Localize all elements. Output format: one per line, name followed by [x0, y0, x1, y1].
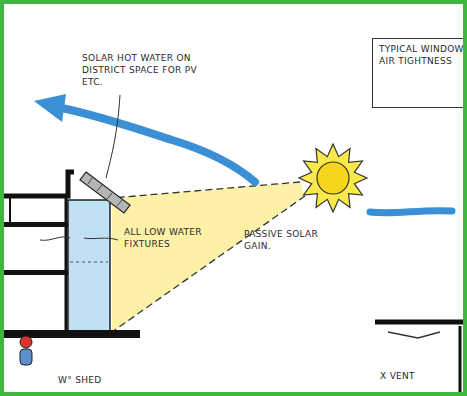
arrow-head	[34, 94, 66, 122]
sketch-annotation: ALL LOW WATER FIXTURES	[124, 226, 220, 250]
leader-line	[106, 95, 120, 178]
air-flow-arrow	[62, 108, 255, 182]
panel-hatch	[97, 185, 102, 191]
sketch-annotation: SOLAR HOT WATER ON DISTRICT SPACE FOR PV…	[82, 52, 214, 88]
wall-line	[65, 196, 68, 334]
sketch-annotation: W° SHED	[58, 374, 138, 386]
panel-hatch	[117, 200, 122, 206]
panel-hatch	[107, 193, 112, 199]
sun-rays	[299, 144, 367, 212]
roof-slab	[0, 172, 74, 196]
cone-edge	[112, 196, 305, 332]
leader-line	[40, 237, 70, 240]
roof-slab	[375, 320, 467, 325]
ground-slab	[0, 330, 140, 338]
wall-line	[9, 196, 11, 222]
sketch-annotation: PASSIVE SOLAR GAIN.	[244, 228, 328, 252]
air-flow-stroke	[370, 211, 452, 213]
glazed-facade	[68, 200, 110, 332]
sun-disc	[317, 162, 349, 194]
floor-slab	[0, 270, 68, 275]
sketch-annotation: X VENT	[380, 370, 450, 382]
floor-line	[70, 262, 108, 263]
wall-line	[459, 326, 462, 396]
note-box: TYPICAL WINDOW AIR TIGHTNESS	[372, 38, 467, 108]
floor-slab	[0, 222, 68, 227]
leader-line	[84, 238, 118, 240]
panel-hatch	[88, 178, 92, 184]
solar-panel	[80, 172, 130, 213]
vent-line	[388, 332, 440, 338]
person-head	[20, 336, 32, 348]
box-text: TYPICAL WINDOW AIR TIGHTNESS	[379, 43, 467, 67]
cone-edge	[112, 182, 300, 198]
person-body	[20, 349, 32, 365]
solar-gain-cone	[112, 182, 305, 332]
